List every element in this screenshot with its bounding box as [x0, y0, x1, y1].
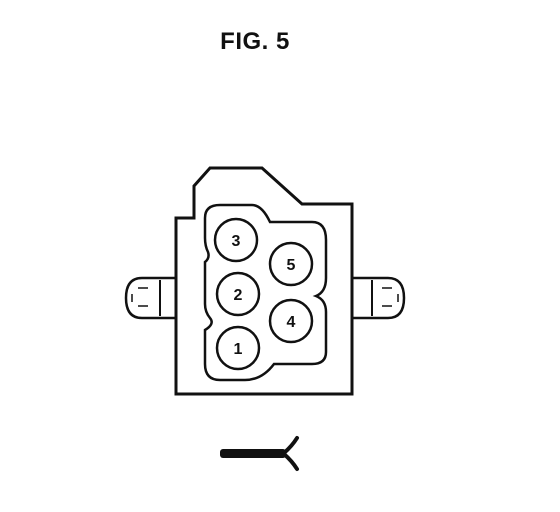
wire-icon	[220, 436, 299, 471]
pin-4-label: 4	[287, 314, 296, 331]
pin-3: 3	[213, 217, 259, 263]
figure-title: FIG. 5	[220, 28, 290, 55]
pin-2-label: 2	[234, 287, 243, 304]
pin-3-label: 3	[232, 233, 241, 250]
pin-2: 2	[215, 271, 261, 317]
pin-1: 1	[215, 325, 261, 371]
left-latch	[124, 276, 178, 320]
pin-5-label: 5	[287, 257, 296, 274]
pin-5: 5	[268, 241, 314, 287]
pin-4: 4	[268, 298, 314, 344]
pin-1-label: 1	[234, 341, 243, 358]
right-latch	[352, 276, 406, 320]
